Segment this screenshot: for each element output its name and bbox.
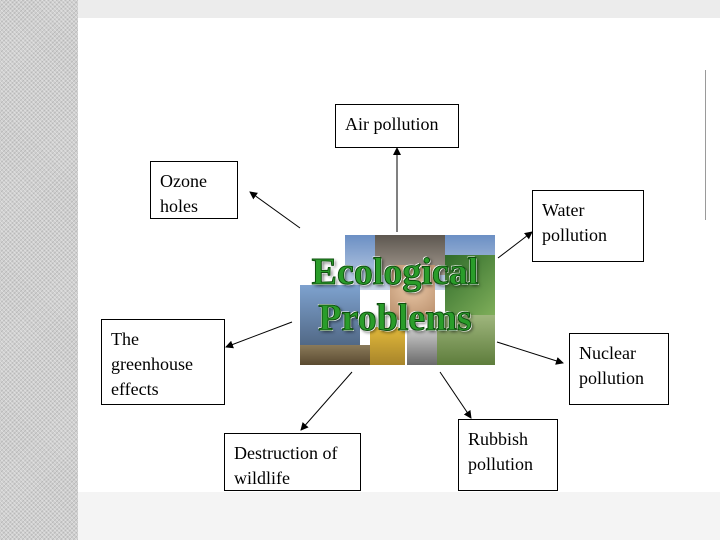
- arrow-to-rubbish-pollution: [439, 371, 472, 419]
- node-nuclear-pollution: Nuclear pollution: [569, 333, 669, 405]
- collage-poster-photo: [370, 327, 405, 365]
- collage-city-photo: [300, 285, 360, 355]
- slide-top-band: [78, 0, 720, 18]
- node-ozone-holes: Ozone holes: [150, 161, 238, 219]
- collage-waste-photo: [407, 330, 437, 365]
- photo-collage: [295, 235, 495, 365]
- slide-right-margin: [705, 18, 720, 492]
- collage-face-photo: [390, 265, 435, 320]
- arrow-to-nuclear-pollution: [496, 341, 564, 365]
- node-air-pollution: Air pollution: [335, 104, 459, 148]
- collage-field-photo: [435, 315, 495, 365]
- node-rubbish-pollution: Rubbish pollution: [458, 419, 558, 491]
- center-title-line2: Problems: [318, 297, 472, 340]
- arrow-to-ozone-holes: [249, 191, 301, 229]
- arrow-to-greenhouse-effects: [225, 321, 293, 349]
- collage-forest-photo: [445, 255, 495, 315]
- arrow-to-water-pollution: [497, 231, 533, 259]
- center-title-line1: Ecological: [311, 251, 479, 294]
- node-greenhouse-effects: The greenhouse effects: [101, 319, 225, 405]
- node-water-pollution: Water pollution: [532, 190, 644, 262]
- slide-right-rule: [705, 70, 706, 220]
- slide-bottom-band: [78, 492, 720, 540]
- node-wildlife-destruction: Destruction of wildlife: [224, 433, 361, 491]
- collage-ground-photo: [300, 345, 370, 365]
- arrow-to-wildlife-destruction: [300, 371, 353, 431]
- ecological-problems-center-image: Ecological Problems: [295, 235, 495, 365]
- slide-sidebar-texture: [0, 0, 78, 540]
